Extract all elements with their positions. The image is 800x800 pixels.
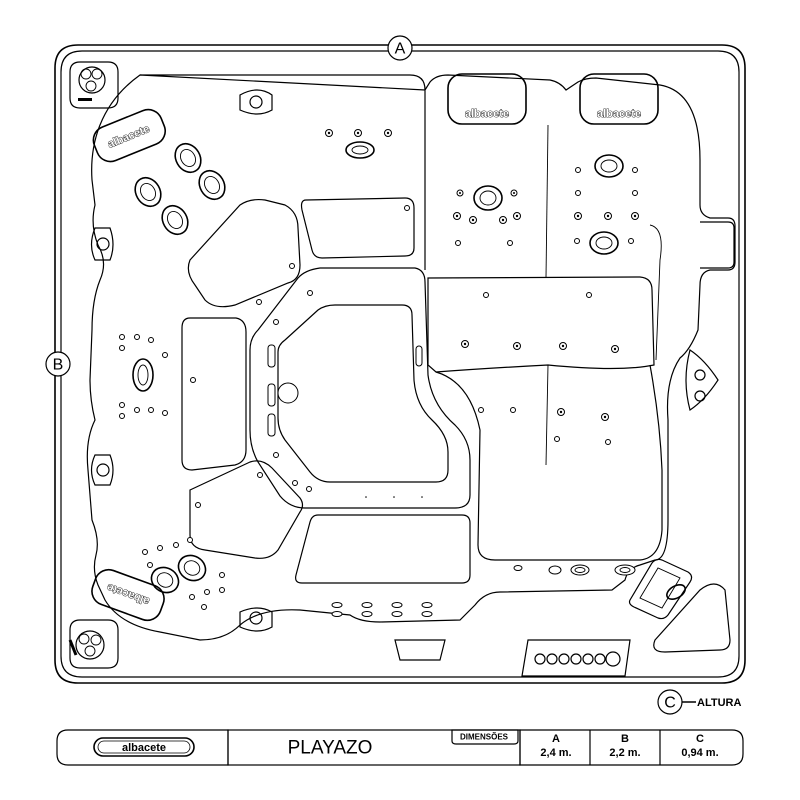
control-panel-top-left xyxy=(69,61,119,109)
cup-holders xyxy=(90,89,719,632)
headrest-top-left: albacete xyxy=(92,108,166,163)
headrest-bottom-left: albacete xyxy=(91,568,165,622)
dimensions-label: DIMENSÕES xyxy=(460,733,509,742)
control-panel-bottom-left xyxy=(68,619,119,669)
jets-small xyxy=(119,129,639,617)
marker-a-label: A xyxy=(395,41,406,58)
dimension-marker-a: A xyxy=(387,35,413,61)
headrest-top-middle: albacete xyxy=(447,73,527,125)
headrest-logo: albacete xyxy=(465,108,509,120)
dimension-marker-b: B xyxy=(45,351,71,377)
seat-panels xyxy=(181,124,663,584)
headrest-logo: albacete xyxy=(106,581,151,607)
inner-shell xyxy=(86,74,736,641)
title-logo-text: albacete xyxy=(122,742,166,754)
title-block: albacete PLAYAZO DIMENSÕES A 2,4 m. B 2,… xyxy=(56,729,744,766)
dim-c-value: 0,94 m. xyxy=(681,747,718,759)
dim-a-value: 2,4 m. xyxy=(540,747,571,759)
headrest-top-right: albacete xyxy=(579,73,659,125)
headrest-logo: albacete xyxy=(106,123,151,151)
dim-b-header: B xyxy=(621,733,629,745)
tub-outline xyxy=(54,44,746,684)
headrest-logo: albacete xyxy=(597,108,641,120)
marker-c-label: C xyxy=(664,695,676,712)
marker-b-label: B xyxy=(53,357,64,374)
side-handle xyxy=(700,221,735,269)
title-block-logo: albacete xyxy=(93,737,195,757)
front-step xyxy=(394,639,631,677)
model-name: PLAYAZO xyxy=(288,738,373,759)
dim-c-header: C xyxy=(696,733,704,745)
altura-label: ALTURA xyxy=(697,697,741,709)
jets-large xyxy=(132,141,624,594)
footwell xyxy=(249,267,471,509)
dimension-marker-c: C ALTURA xyxy=(657,689,741,715)
dim-a-header: A xyxy=(552,733,560,745)
skimmer xyxy=(628,558,731,653)
dim-b-value: 2,2 m. xyxy=(609,747,640,759)
